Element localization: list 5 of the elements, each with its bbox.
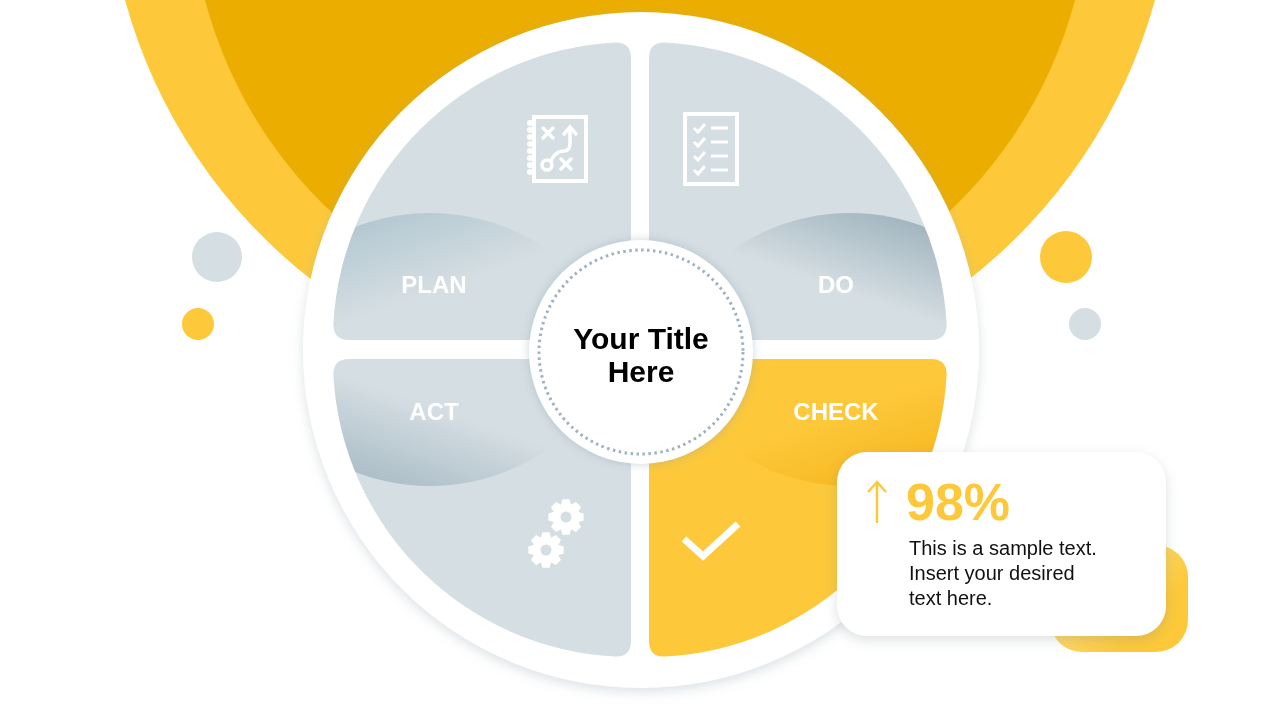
stat-value: 98% <box>906 472 1011 532</box>
callout-card <box>837 452 1166 636</box>
circle-title: Your Title Here <box>572 322 710 388</box>
segment-label: CHECK <box>793 397 879 427</box>
body-text: This is a sample text. Insert your desired text here. <box>909 536 1098 611</box>
